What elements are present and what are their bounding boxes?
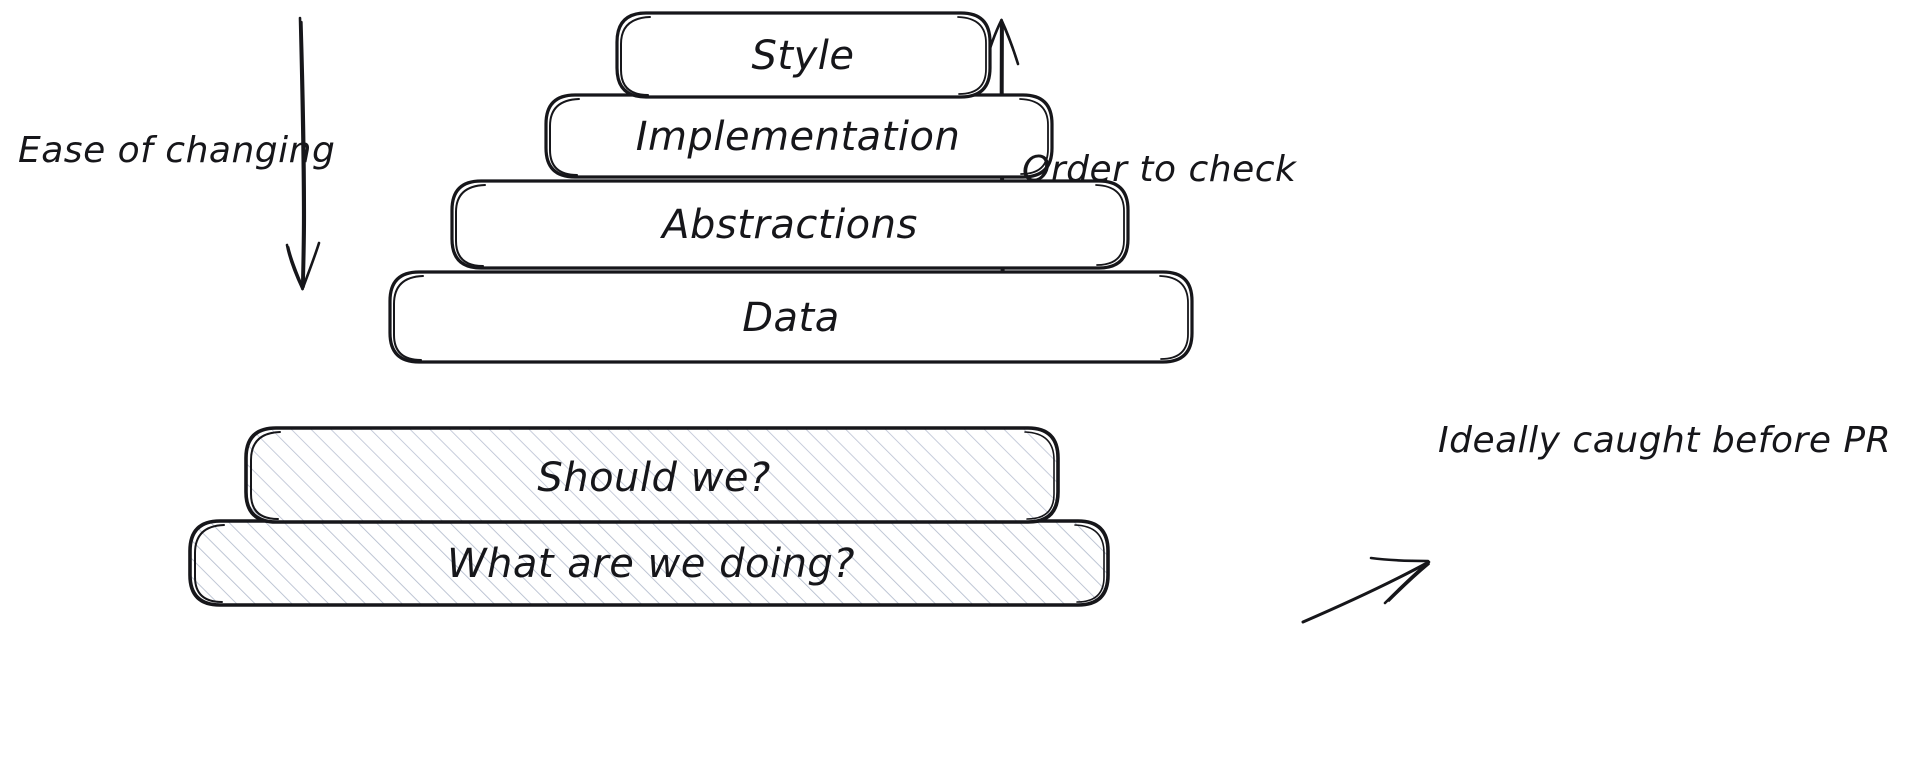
pyramid-layer-abstractions-label: Abstractions <box>659 202 918 248</box>
foundation-layer-what-are-we-doing[interactable] <box>188 519 1110 607</box>
pyramid-layer-implementation-label: Implementation <box>636 114 961 160</box>
order-to-check-label: Order to check <box>1022 149 1298 190</box>
pyramid-layer-implementation[interactable] <box>544 93 1054 179</box>
pyramid-layer-style[interactable] <box>615 11 992 99</box>
foundation-layer-what-are-we-doing-label: What are we doing? <box>447 541 855 587</box>
pyramid-layer-style-label: Style <box>752 33 855 79</box>
ease-of-changing-label: Ease of changing <box>18 130 335 171</box>
ideally-caught-arrow-icon <box>1301 556 1431 624</box>
pyramid-layer-data[interactable] <box>388 270 1194 364</box>
pyramid-layer-data-label: Data <box>742 295 840 341</box>
foundation-layer-should-we[interactable] <box>244 426 1060 524</box>
ideally-caught-before-pr-label: Ideally caught before PR <box>1438 420 1891 461</box>
foundation-layer-should-we-label: Should we? <box>537 455 770 501</box>
pyramid-layer-abstractions[interactable] <box>450 179 1130 270</box>
ease-of-changing-arrow-icon <box>285 16 321 291</box>
